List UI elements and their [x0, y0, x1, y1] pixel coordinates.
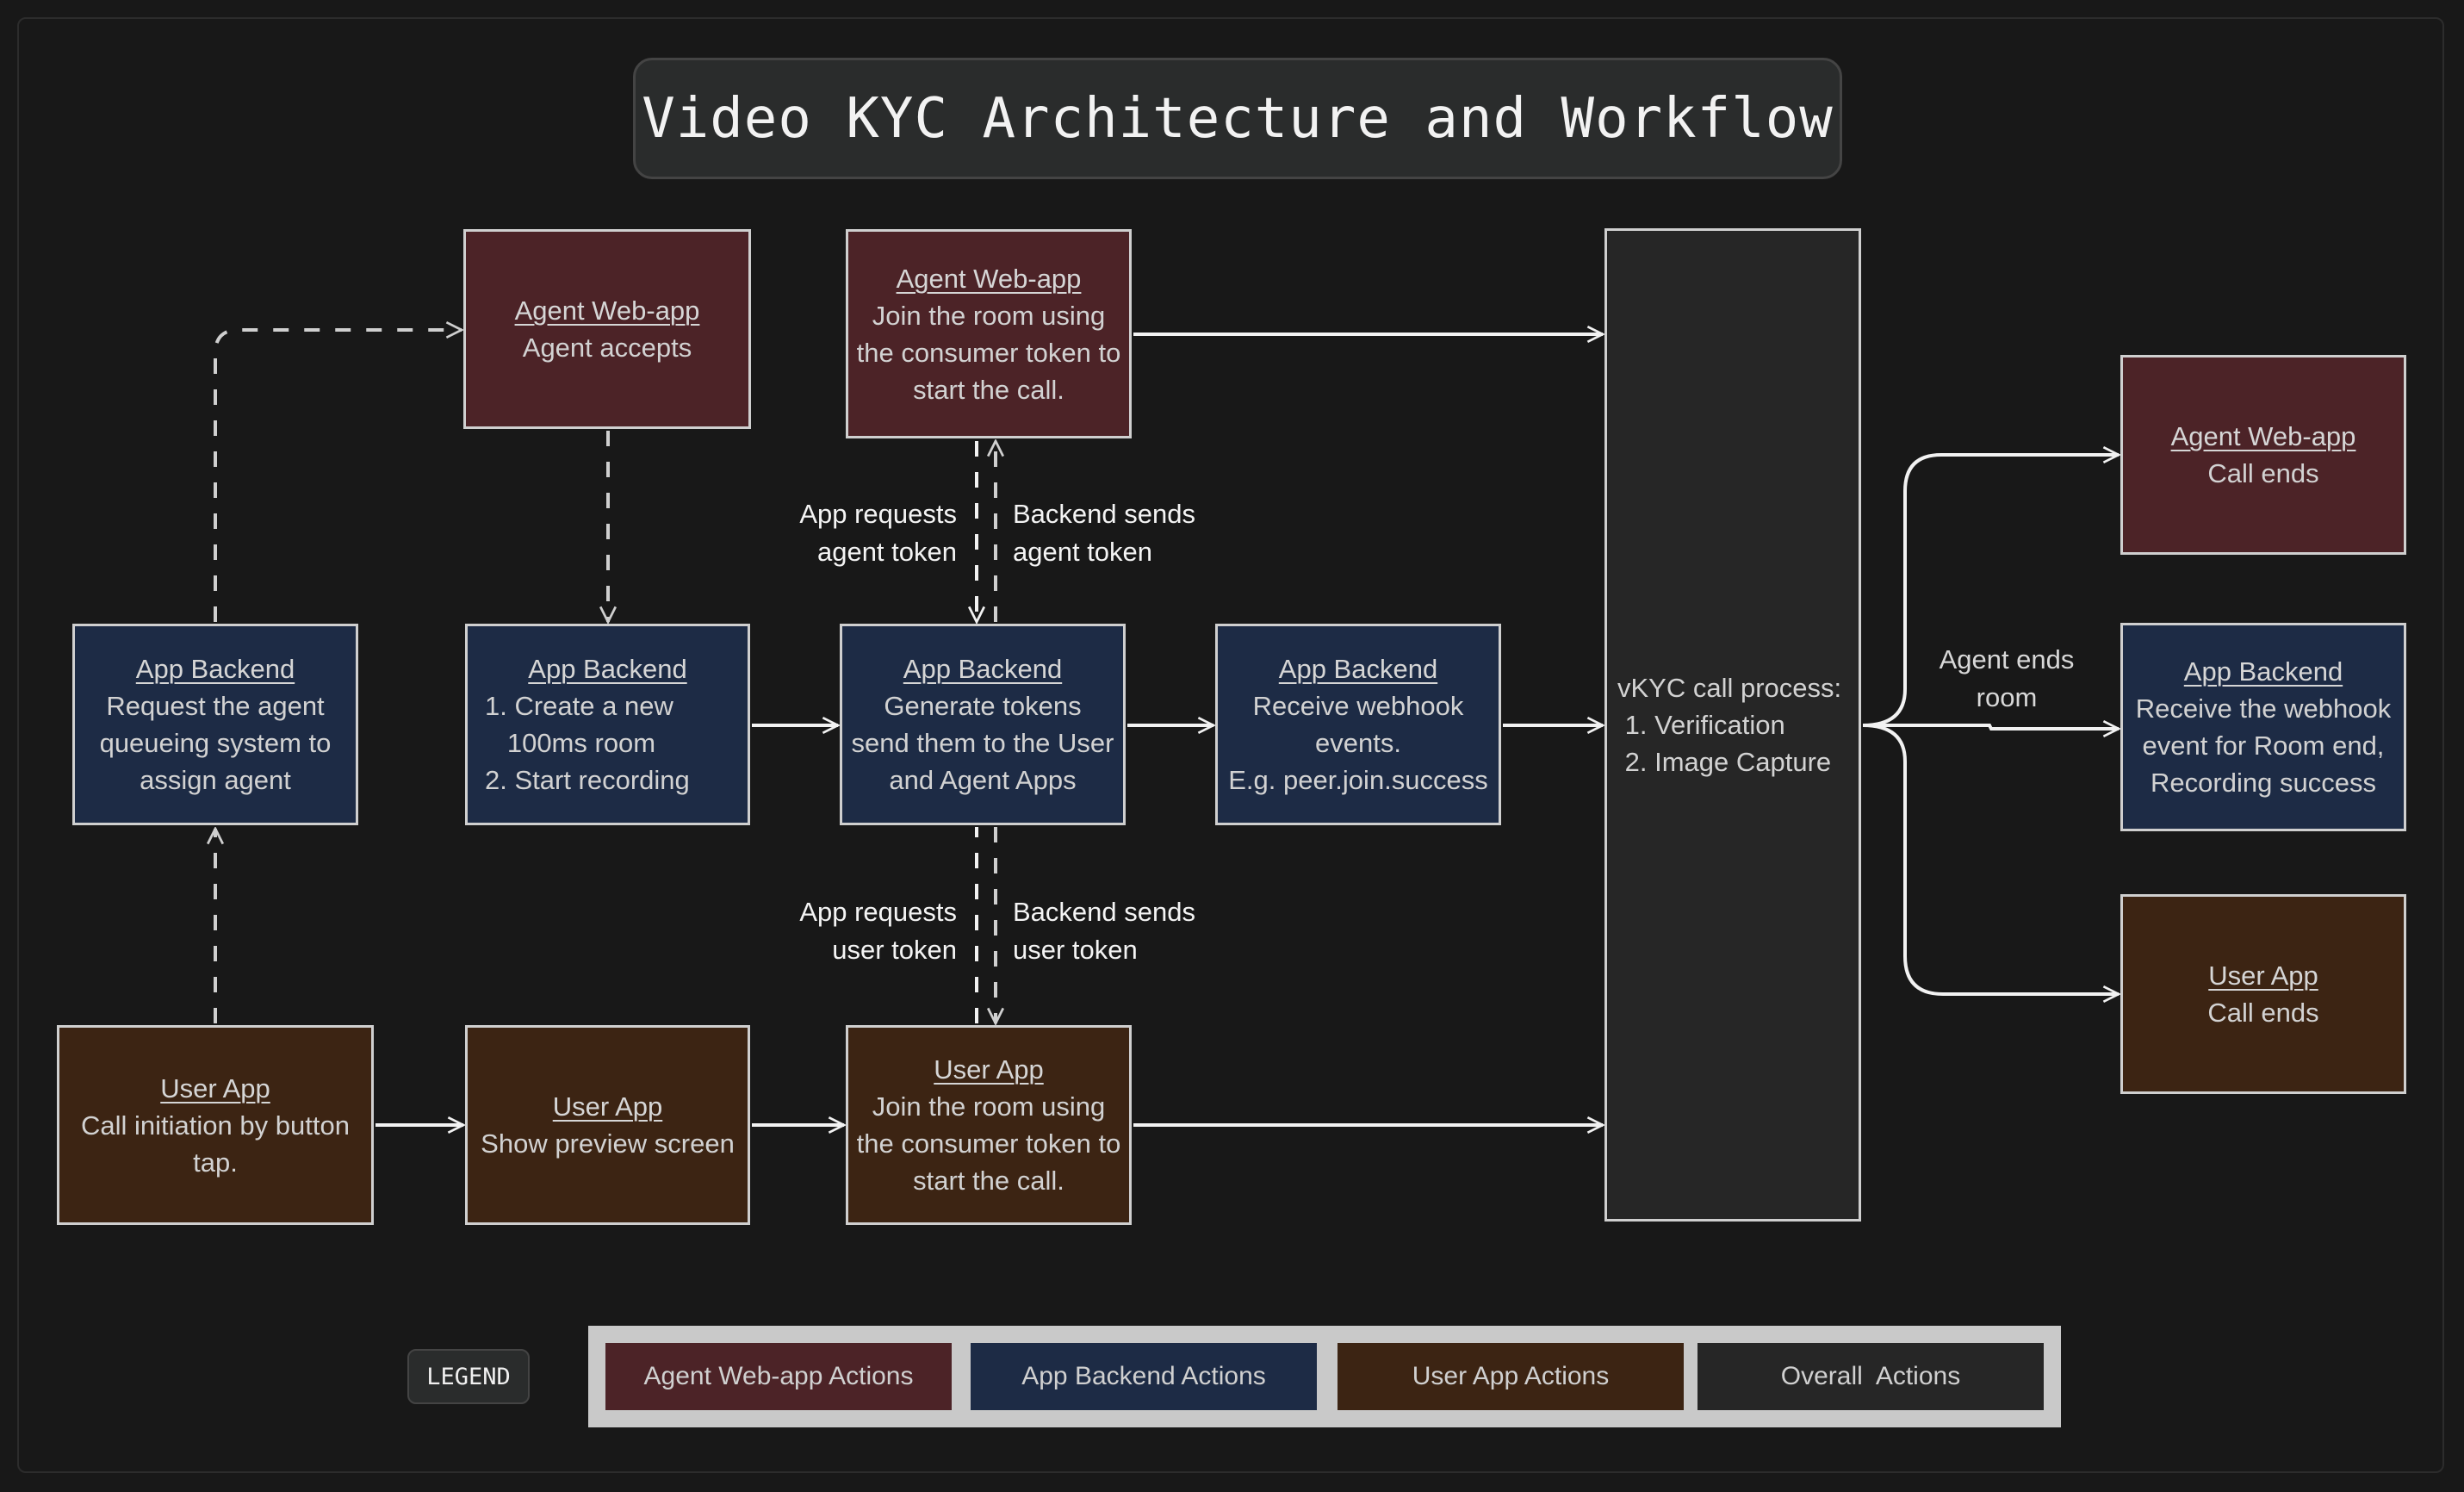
node-text: Call ends	[2207, 998, 2319, 1028]
node-user-preview: User App Show preview screen	[465, 1025, 750, 1225]
node-text: Agent accepts	[522, 333, 692, 363]
node-actor: Agent Web-app	[896, 263, 1082, 294]
node-text: Call ends	[2207, 458, 2319, 488]
label-line: Agent ends	[1939, 644, 2075, 675]
diagram-title: Video KYC Architecture and Workflow	[642, 86, 1834, 151]
label-user-token-request: App requests user token	[799, 893, 957, 969]
node-text: the consumer token to	[856, 1128, 1121, 1159]
node-vkyc-process: vKYC call process: 1. Verification 2. Im…	[1604, 228, 1861, 1222]
node-text: Receive the webhook	[2135, 693, 2392, 724]
node-text: Request the agent	[106, 691, 325, 721]
node-user-join: User App Join the room using the consume…	[846, 1025, 1132, 1225]
legend-label: App Backend Actions	[1021, 1362, 1266, 1390]
legend-label: Agent Web-app Actions	[643, 1362, 914, 1390]
node-actor: User App	[160, 1072, 270, 1103]
node-text: Join the room using	[872, 1091, 1106, 1122]
legend-item-agent-web-app: Agent Web-app Actions	[605, 1343, 952, 1410]
node-backend-generate-tokens: App Backend Generate tokens send them to…	[840, 624, 1126, 825]
node-text: start the call.	[913, 1166, 1064, 1196]
node-text: event for Room end,	[2142, 730, 2385, 761]
label-agent-token-send: Backend sends agent token	[1013, 495, 1195, 571]
node-text: 1. Create a new	[485, 691, 673, 721]
label-line: user token	[832, 935, 957, 965]
node-actor: App Backend	[528, 654, 687, 684]
node-actor: Agent Web-app	[514, 295, 700, 326]
node-user-call-init: User App Call initiation by button tap.	[57, 1025, 374, 1225]
node-backend-webhook: App Backend Receive webhook events. E.g.…	[1215, 624, 1501, 825]
label-agent-token-request: App requests agent token	[799, 495, 957, 571]
node-end-user: User App Call ends	[2120, 894, 2406, 1094]
label-line: agent token	[816, 537, 957, 567]
node-actor: User App	[934, 1054, 1044, 1085]
node-backend-create-room: App Backend 1. Create a new 100ms room 2…	[465, 624, 750, 825]
node-text: tap.	[193, 1147, 238, 1178]
node-actor: App Backend	[1278, 654, 1438, 684]
label-line: room	[1976, 682, 2038, 712]
edge-vkyc-to-end-agent	[1862, 455, 2119, 727]
canvas-frame	[17, 17, 2444, 1473]
label-agent-ends-room: Agent ends room	[1921, 641, 2093, 717]
label-line: App requests	[799, 499, 957, 529]
node-actor: App Backend	[2183, 656, 2343, 687]
node-end-backend: App Backend Receive the webhook event fo…	[2120, 623, 2406, 831]
node-text: 2. Image Capture	[1617, 747, 1832, 777]
edge-vkyc-to-end-user	[1862, 724, 2119, 994]
label-line: agent token	[1013, 537, 1153, 567]
label-line: Backend sends	[1013, 499, 1195, 529]
node-text: 2. Start recording	[485, 765, 690, 795]
edge-vkyc-to-end-backend	[1863, 725, 2119, 729]
node-text: and Agent Apps	[889, 765, 1077, 795]
node-text: Join the room using	[872, 300, 1106, 331]
label-user-token-send: Backend sends user token	[1013, 893, 1195, 969]
node-actor: Agent Web-app	[2170, 421, 2356, 451]
node-text: the consumer token to	[856, 337, 1121, 368]
legend-item-overall: Overall Actions	[1697, 1343, 2044, 1410]
node-text: Receive webhook	[1252, 691, 1464, 721]
legend-label: Overall Actions	[1780, 1362, 1961, 1390]
node-text: Call initiation by button	[81, 1110, 350, 1141]
node-actor: App Backend	[903, 654, 1063, 684]
node-text: E.g. peer.join.success	[1228, 765, 1488, 795]
node-text: Generate tokens	[884, 691, 1082, 721]
label-line: Backend sends	[1013, 897, 1195, 927]
node-text: Recording success	[2151, 768, 2376, 798]
node-text: Show preview screen	[481, 1128, 735, 1159]
node-actor: User App	[2208, 960, 2318, 991]
node-agent-accepts: Agent Web-app Agent accepts	[463, 229, 751, 429]
node-text: 1. Verification	[1617, 710, 1785, 740]
legend-label: User App Actions	[1412, 1362, 1610, 1390]
node-text: queueing system to	[99, 728, 332, 758]
node-end-agent: Agent Web-app Call ends	[2120, 355, 2406, 555]
node-text: send them to the User	[851, 728, 1114, 758]
node-text: 100ms room	[485, 728, 656, 758]
node-text: events.	[1315, 728, 1401, 758]
diagram-title-box: Video KYC Architecture and Workflow	[633, 58, 1842, 179]
legend: Agent Web-app Actions App Backend Action…	[588, 1326, 2061, 1427]
legend-item-user-app: User App Actions	[1338, 1343, 1684, 1410]
node-text: start the call.	[913, 374, 1064, 405]
node-text: vKYC call process:	[1617, 673, 1842, 703]
legend-item-app-backend: App Backend Actions	[971, 1343, 1317, 1410]
node-actor: App Backend	[135, 654, 295, 684]
label-line: App requests	[799, 897, 957, 927]
node-actor: User App	[552, 1091, 663, 1122]
node-text: assign agent	[140, 765, 291, 795]
node-agent-join: Agent Web-app Join the room using the co…	[846, 229, 1132, 438]
legend-tag: LEGEND	[407, 1349, 530, 1404]
edge-request-to-agent-accepts	[214, 330, 462, 622]
node-backend-request-agent: App Backend Request the agent queueing s…	[72, 624, 358, 825]
label-line: user token	[1013, 935, 1138, 965]
